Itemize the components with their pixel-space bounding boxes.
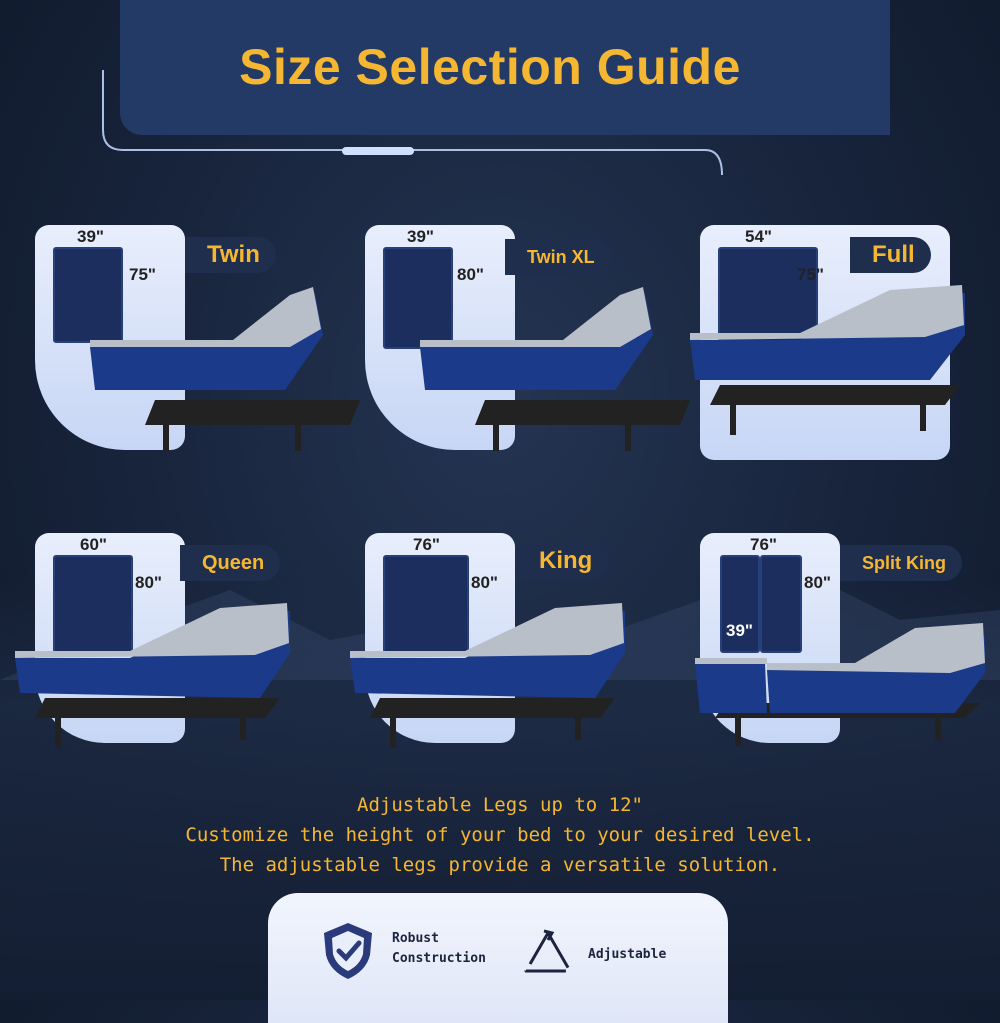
size-card-twin-xl: 39" 80" Twin XL <box>365 225 690 485</box>
robust-label-line1: Robust <box>392 931 439 946</box>
size-diagram <box>53 247 123 343</box>
adjustable-legs-description: Adjustable Legs up to 12" Customize the … <box>0 790 1000 880</box>
size-name-badge: Split King <box>840 545 962 581</box>
length-label: 80" <box>135 573 162 592</box>
size-diagram <box>383 555 469 653</box>
size-name-badge: Twin <box>185 237 276 273</box>
size-diagram-left <box>720 555 760 653</box>
page-title: Size Selection Guide <box>239 39 741 95</box>
robust-construction-label: Robust Construction <box>392 929 486 969</box>
cycle-arrows-icon <box>524 929 572 973</box>
size-card-full: 54" 75" Full <box>690 225 1000 485</box>
half-width-label: 39" <box>726 621 753 640</box>
robust-label-line2: Construction <box>392 951 486 966</box>
width-label: 39" <box>77 227 104 246</box>
adjustable-bed-image <box>690 285 965 435</box>
size-diagram-right <box>760 555 802 653</box>
features-panel: Robust Construction Adjustable <box>268 893 728 1023</box>
length-label: 80" <box>471 573 498 592</box>
size-name-badge: Queen <box>180 545 281 581</box>
width-label: 54" <box>745 227 772 246</box>
size-name-badge: King <box>517 543 609 579</box>
size-diagram <box>383 247 453 349</box>
length-label: 75" <box>129 265 156 284</box>
width-label: 39" <box>407 227 434 246</box>
info-line-2: Customize the height of your bed to your… <box>185 824 815 846</box>
size-card-king: 76" 80" King <box>350 533 685 793</box>
adjustable-bed-image <box>350 603 625 748</box>
adjustable-bed-image <box>15 603 290 748</box>
width-label: 76" <box>750 535 777 554</box>
adjustable-label: Adjustable <box>588 947 667 962</box>
adjustable-bed-image <box>90 287 360 451</box>
size-name-badge: Full <box>850 237 931 273</box>
shield-check-icon <box>324 923 372 979</box>
length-label: 80" <box>804 573 831 592</box>
length-label: 80" <box>457 265 484 284</box>
size-card-twin: 39" 75" Twin <box>35 225 360 485</box>
size-card-split-king: 76" 80" 39" Split King <box>695 533 1000 793</box>
decorative-line <box>102 70 723 176</box>
width-label: 60" <box>80 535 107 554</box>
info-line-3: The adjustable legs provide a versatile … <box>219 854 781 876</box>
info-line-1: Adjustable Legs up to 12" <box>357 794 643 816</box>
size-diagram <box>718 247 818 343</box>
size-name-badge: Twin XL <box>505 239 611 275</box>
length-label: 75" <box>797 265 824 284</box>
title-banner <box>120 0 890 135</box>
size-card-queen: 60" 80" Queen <box>15 533 355 793</box>
width-label: 76" <box>413 535 440 554</box>
adjustable-bed-image <box>695 623 985 746</box>
adjustable-bed-image <box>420 287 690 451</box>
